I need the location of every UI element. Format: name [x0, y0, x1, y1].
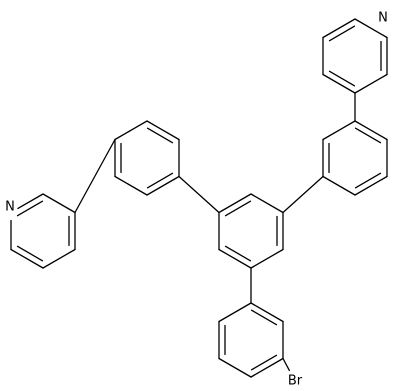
c-br-bond [282, 357, 291, 372]
ring-bond [354, 120, 388, 141]
ring-bond [250, 302, 284, 323]
ring-bond [354, 18, 388, 39]
ring-bond [322, 18, 356, 39]
ring-double-bond [250, 309, 278, 326]
atom-label-bromine: Br [288, 374, 303, 389]
ring-double-bond [328, 25, 356, 42]
ring-bond [218, 193, 252, 214]
ring-bond [250, 357, 284, 378]
atom-label-nitrogen-top: N [378, 11, 388, 26]
ring-double-bond [16, 245, 44, 262]
ring-double-bond [224, 245, 252, 262]
ring-double-bond [16, 200, 44, 217]
ring-bond [322, 73, 356, 94]
ring-bond [250, 193, 284, 214]
ring-bond [42, 248, 76, 269]
ring-bond [42, 193, 76, 214]
ring-bond [218, 302, 252, 323]
ring-double-bond [354, 127, 382, 144]
ring-bond [10, 248, 44, 269]
ring-bond [114, 175, 148, 196]
ring-bond [146, 120, 180, 141]
ring-bond [354, 175, 388, 196]
ring-bond [218, 357, 252, 378]
ring-double-bond [328, 70, 356, 87]
ring-bond [354, 73, 388, 94]
ring-bond [250, 248, 284, 269]
ring-bond [322, 120, 356, 141]
ring-bond [322, 175, 356, 196]
atom-label-nitrogen-left: N [5, 200, 15, 215]
ring-double-bond [146, 127, 174, 144]
bond-lines [10, 18, 388, 378]
ring-double-bond [354, 172, 382, 189]
ring-bond [17, 193, 44, 210]
ring-bond [114, 120, 148, 141]
ring-double-bond [224, 200, 252, 217]
ring-double-bond [146, 172, 174, 189]
ring-double-bond [250, 354, 278, 371]
link-bond [282, 175, 324, 214]
link-bond [74, 138, 116, 214]
ring-bond [218, 248, 252, 269]
ring-bond [146, 175, 180, 196]
link-bond [178, 175, 220, 214]
